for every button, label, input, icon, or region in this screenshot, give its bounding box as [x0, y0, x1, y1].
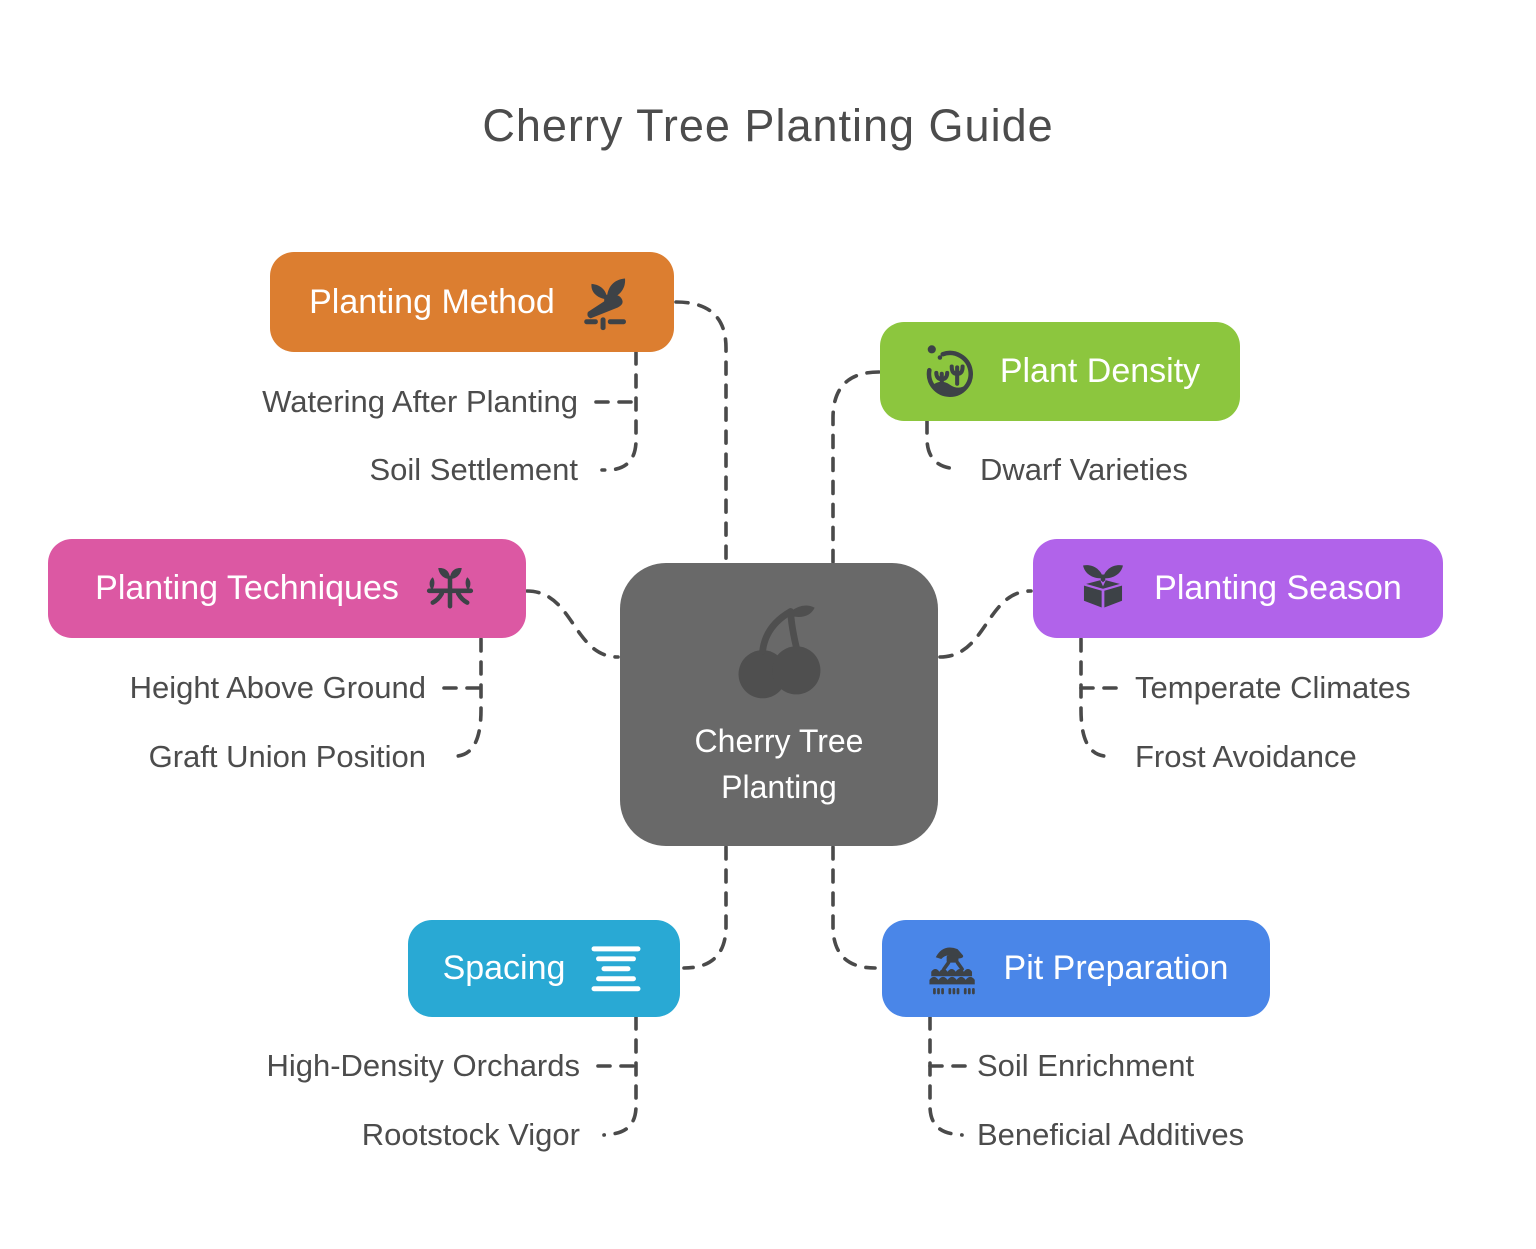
diagram-title: Cherry Tree Planting Guide	[482, 100, 1054, 151]
node-cherry-tree-planting[interactable]: Cherry Tree Planting	[620, 563, 938, 846]
connector-dwarf-varieties	[925, 419, 960, 472]
child-label-soil-enrichment[interactable]: Soil Enrichment	[977, 1048, 1195, 1083]
line-spacing-icon	[591, 945, 641, 991]
child-label-dwarf-varieties[interactable]: Dwarf Varieties	[980, 452, 1188, 487]
center-label-line1: Cherry Tree	[694, 722, 864, 759]
node-planting-method-label: Planting Method	[309, 282, 555, 321]
connector-pit-preparation-to-center	[831, 845, 877, 970]
hand-planting-seedling-icon	[584, 278, 626, 331]
node-spacing[interactable]: Spacing	[408, 920, 680, 1017]
connector-planting-method-to-center	[674, 300, 728, 564]
node-planting-season-label: Planting Season	[1154, 569, 1402, 607]
connector-pit-preparation-children	[928, 1015, 964, 1137]
node-pit-preparation-label: Pit Preparation	[1003, 949, 1229, 987]
child-label-watering-after-planting[interactable]: Watering After Planting	[262, 384, 578, 419]
node-planting-season[interactable]: Planting Season	[1033, 539, 1443, 638]
node-pit-preparation[interactable]: Pit Preparation	[882, 920, 1270, 1017]
connector-planting-method-children	[600, 350, 638, 472]
connector-spacing-to-center	[682, 845, 728, 970]
connector-planting-season-to-center	[938, 589, 1033, 659]
connector-planting-season-children	[1079, 637, 1114, 759]
tiller-machine-icon	[928, 947, 975, 994]
plant-with-roots-icon	[426, 567, 473, 608]
child-label-soil-settlement[interactable]: Soil Settlement	[369, 452, 579, 487]
child-label-rootstock-vigor[interactable]: Rootstock Vigor	[361, 1117, 580, 1152]
node-spacing-label: Spacing	[442, 949, 566, 987]
child-label-temperate-climates[interactable]: Temperate Climates	[1135, 670, 1411, 705]
connector-planting-techniques-children	[448, 637, 483, 759]
child-label-height-above-ground[interactable]: Height Above Ground	[129, 670, 426, 705]
node-planting-techniques-label: Planting Techniques	[95, 569, 399, 607]
box-with-sprout-icon	[1083, 564, 1124, 608]
child-label-high-density-orchards[interactable]: High-Density Orchards	[266, 1048, 580, 1083]
connector-plant-density-to-center	[831, 370, 881, 564]
child-label-beneficial-additives[interactable]: Beneficial Additives	[977, 1117, 1245, 1152]
cherries-icon	[738, 605, 821, 698]
node-planting-method[interactable]: Planting Method	[270, 252, 674, 352]
child-label-frost-avoidance[interactable]: Frost Avoidance	[1135, 739, 1357, 774]
connector-spacing-children	[602, 1015, 638, 1137]
center-label-line2: Planting	[721, 768, 837, 805]
node-plant-density[interactable]: Plant Density	[880, 322, 1240, 421]
node-planting-techniques[interactable]: Planting Techniques	[48, 539, 526, 638]
connector-planting-techniques-to-center	[525, 589, 620, 659]
center-label: Cherry Tree Planting	[695, 718, 864, 810]
child-label-graft-union-position[interactable]: Graft Union Position	[148, 739, 426, 774]
node-plant-density-label: Plant Density	[999, 352, 1201, 390]
plants-in-circle-icon	[926, 344, 973, 397]
